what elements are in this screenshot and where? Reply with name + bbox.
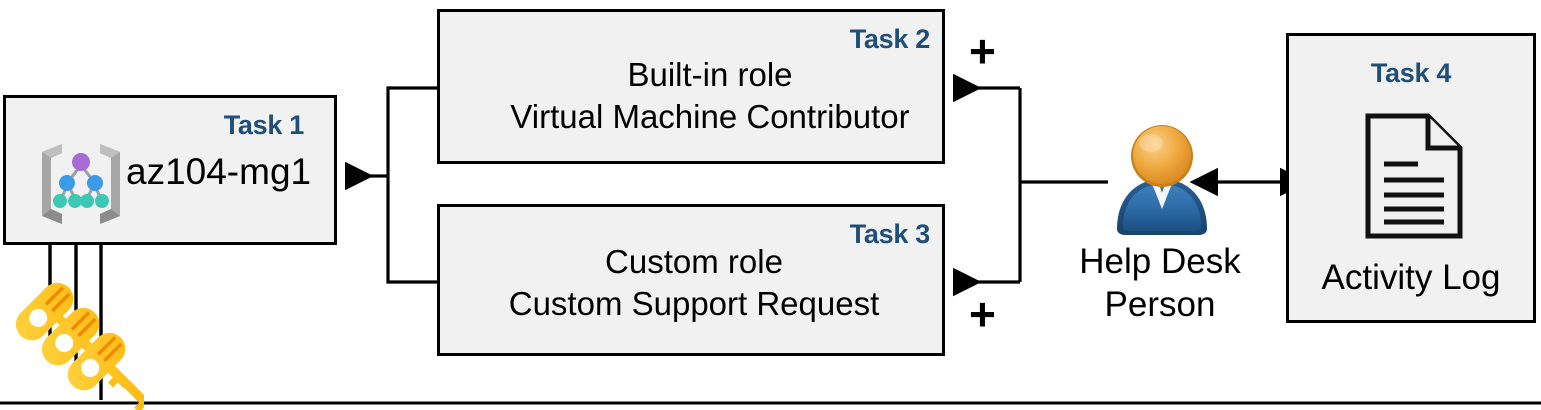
task-1-label: Task 1 — [223, 110, 305, 140]
task-3-text: Custom role Custom Support Request — [440, 241, 948, 325]
person-caption-line-1: Help Desk — [1079, 242, 1241, 281]
task-2-line-2: Virtual Machine Contributor — [510, 98, 910, 136]
plus-operator-bottom: + — [969, 288, 996, 340]
key-3 — [67, 332, 144, 410]
key-icon — [15, 283, 144, 410]
plus-operator-top: + — [969, 25, 996, 77]
task-3-label: Task 3 — [849, 219, 931, 249]
connector-roles-to-mg — [344, 86, 437, 284]
task-2-box[interactable]: Task 2 Built-in role Virtual Machine Con… — [437, 9, 945, 164]
person-caption: Help Desk Person — [1045, 241, 1275, 326]
task-2-line-1: Built-in role — [627, 56, 793, 93]
activity-log-caption: Activity Log — [1321, 258, 1501, 297]
person-caption-line-2: Person — [1104, 284, 1216, 324]
management-group-name: az104-mg1 — [126, 151, 312, 192]
management-group-icon — [42, 144, 120, 224]
task-3-line-1: Custom role — [605, 243, 783, 280]
task-4-box[interactable]: Task 4 Activity Log — [1286, 33, 1536, 323]
task-2-label: Task 2 — [849, 24, 931, 54]
task-4-label: Task 4 — [1370, 58, 1452, 88]
task-1-box[interactable]: Task 1 — [3, 95, 337, 245]
task-2-text: Built-in role Virtual Machine Contributo… — [450, 54, 970, 138]
task-3-box[interactable]: Task 3 Custom role Custom Support Reques… — [437, 204, 945, 356]
task-3-line-2: Custom Support Request — [508, 285, 880, 323]
user-icon — [1117, 125, 1207, 235]
document-icon — [1365, 113, 1463, 239]
